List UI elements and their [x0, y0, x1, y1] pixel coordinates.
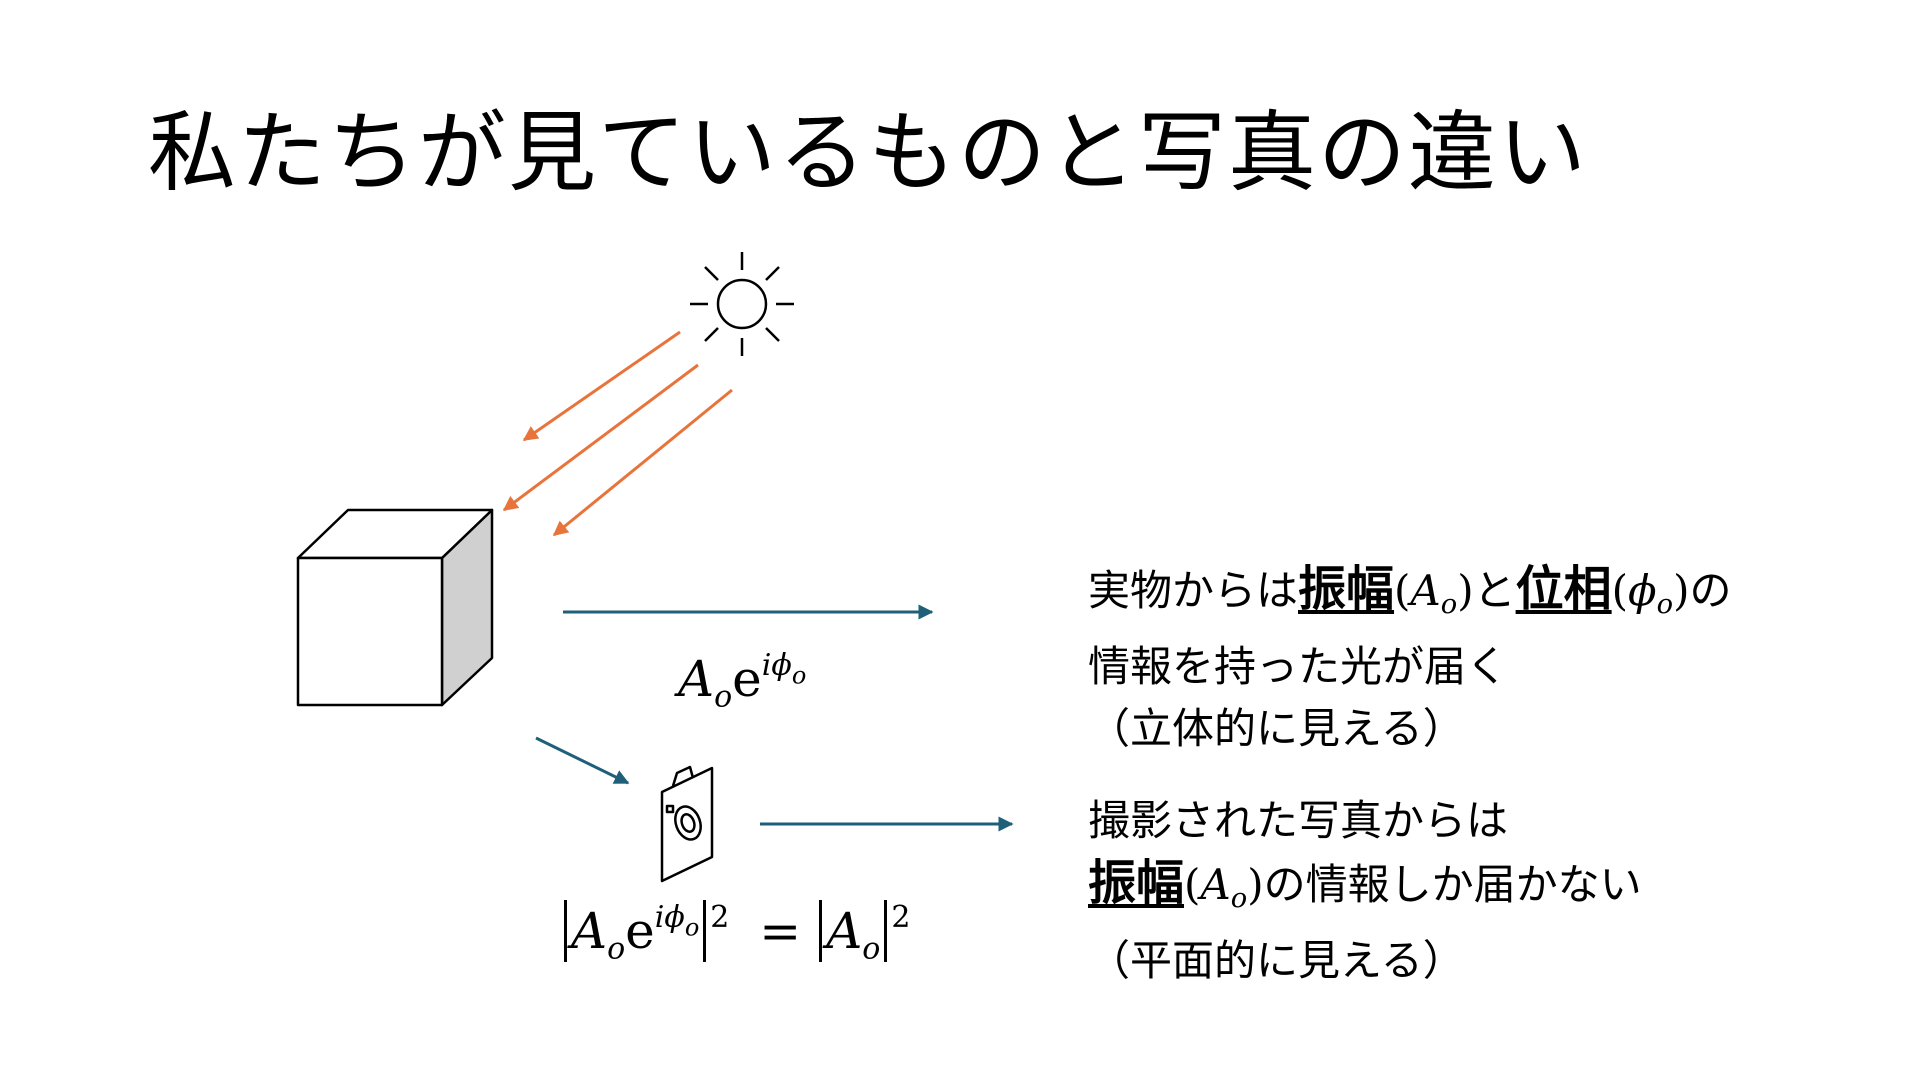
formula-photo-exp-phase: ϕ — [664, 900, 685, 935]
formula-rhs-square: 2 — [891, 900, 911, 935]
incident-ray-3 — [552, 388, 733, 537]
slide-title: 私たちが見ているものと写真の違い — [148, 101, 1589, 204]
keyword-amplitude: 振幅 — [1298, 561, 1395, 617]
formula-exp-phase: ϕ — [771, 648, 792, 683]
formula-rhs-sub: o — [862, 931, 881, 967]
photo-line-1: 撮影された写真からは — [1088, 796, 1509, 845]
formula-photo-sub: o — [607, 931, 626, 967]
abs-bar-left — [564, 900, 567, 962]
formula-photo-exp-sub: o — [684, 913, 700, 942]
camera-icon — [660, 765, 714, 883]
formula-equals: = — [759, 902, 802, 960]
formula-photo-exp-i: i — [654, 900, 665, 935]
real-line-1: 実物からは振幅(Ao)と位相(ϕo)の — [1088, 561, 1732, 621]
keyword-phase: 位相 — [1515, 561, 1612, 617]
formula-exp-i: i — [761, 648, 772, 683]
formula-rhs-amplitude: A — [826, 902, 863, 960]
incident-light-rays — [502, 330, 733, 537]
formula-exp-sub: o — [791, 661, 807, 690]
formula-real-light: Aoeiϕo — [678, 648, 806, 715]
abs-bar-right-rhs — [884, 900, 888, 962]
abs-bar-left-rhs — [819, 900, 823, 962]
incident-ray-1 — [522, 330, 681, 442]
photo-description: 撮影された写真からは 振幅(Ao)の情報しか届かない （平面的に見える） — [1088, 790, 1642, 992]
incident-ray-2 — [502, 363, 699, 512]
formula-amplitude-symbol: A — [678, 650, 715, 708]
real-object-description: 実物からは振幅(Ao)と位相(ϕo)の 情報を持った光が届く （立体的に見える） — [1088, 558, 1732, 760]
abs-bar-right — [703, 900, 707, 962]
sun-icon — [690, 252, 794, 356]
formula-square: 2 — [710, 900, 730, 935]
formula-photo-amplitude: A — [571, 902, 608, 960]
photo-line-3: （平面的に見える） — [1088, 936, 1465, 986]
keyword-amplitude-photo: 振幅 — [1088, 855, 1185, 911]
photo-line-2: 振幅(Ao)の情報しか届かない — [1088, 855, 1642, 915]
real-line-2: 情報を持った光が届く — [1088, 642, 1509, 692]
formula-photo-exp-base: e — [625, 902, 655, 960]
formula-exp-base: e — [732, 650, 762, 708]
formula-amplitude-sub: o — [714, 679, 733, 715]
cube-object — [296, 508, 494, 707]
to-camera-arrow — [535, 736, 630, 785]
real-line-3: （立体的に見える） — [1088, 704, 1465, 754]
